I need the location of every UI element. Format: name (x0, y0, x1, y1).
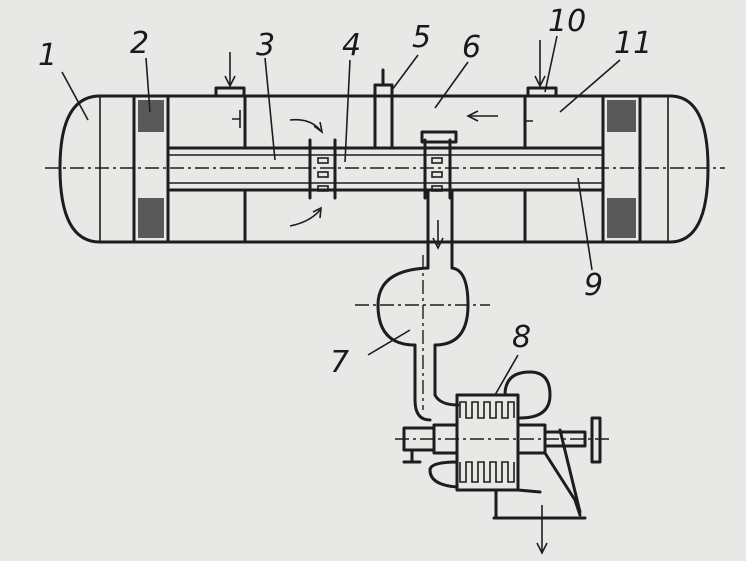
label-6: 6 (462, 30, 482, 65)
partition-right (601, 94, 642, 244)
vessel (45, 94, 725, 244)
collector-sphere (355, 188, 490, 422)
label-5: 5 (412, 20, 432, 55)
vent-pipe (373, 68, 394, 150)
label-2: 2 (130, 26, 150, 61)
partition-left (132, 94, 170, 244)
bellows-unit (395, 370, 610, 555)
label-9: 9 (584, 268, 604, 303)
label-8: 8 (512, 320, 532, 355)
label-11: 11 (614, 26, 653, 61)
label-10: 10 (548, 4, 587, 39)
inlet-nozzle-right (524, 40, 558, 130)
central-pipe (166, 130, 605, 200)
leader-lines (61, 35, 621, 396)
label-7: 7 (330, 345, 350, 380)
label-3: 3 (256, 28, 276, 63)
label-4: 4 (342, 28, 362, 63)
inlet-nozzle-left (214, 52, 246, 128)
label-1: 1 (38, 38, 58, 73)
